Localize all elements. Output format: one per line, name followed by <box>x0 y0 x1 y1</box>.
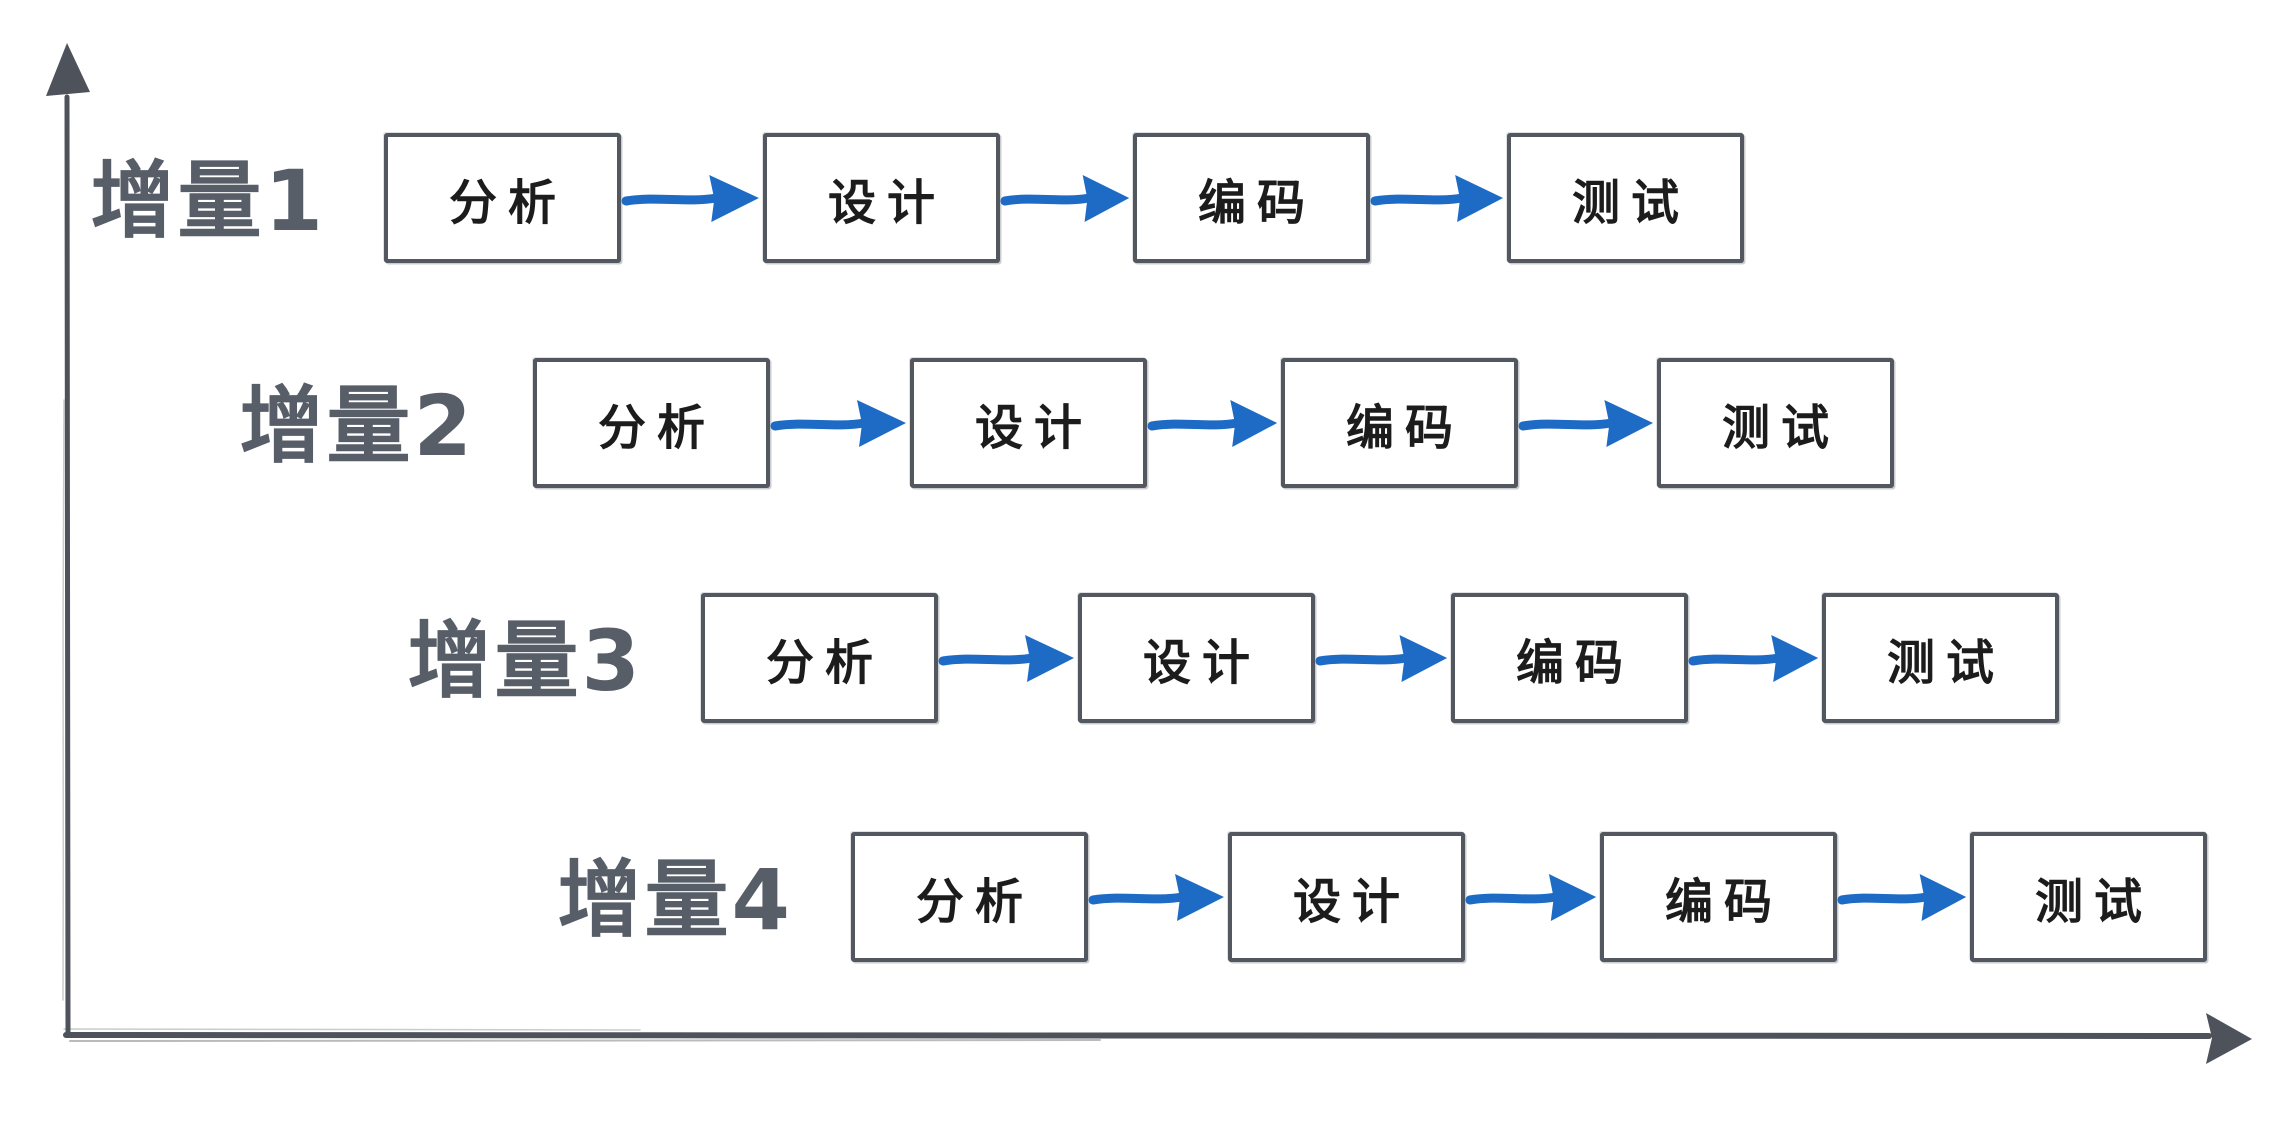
stage-label: 编码 <box>1664 874 1783 930</box>
stage-label: 分析 <box>765 635 884 691</box>
axis-right-arrowhead-icon <box>2206 1013 2252 1064</box>
increment-label: 增量4 <box>557 851 793 949</box>
flow-arrow-icon <box>621 175 759 222</box>
stage-label: 测试 <box>1886 635 2005 691</box>
flow-arrow-icon <box>1688 635 1819 682</box>
flow-arrow-icon <box>1000 175 1130 222</box>
x-axis <box>63 1013 2252 1064</box>
stage-box: 测试 <box>1822 593 2059 723</box>
stage-box: 编码 <box>1133 133 1370 263</box>
stage-label: 测试 <box>2034 874 2153 930</box>
flow-arrow-icon <box>938 635 1074 682</box>
stage-label: 编码 <box>1515 635 1634 691</box>
stage-label: 分析 <box>915 874 1034 930</box>
flow-arrow-icon <box>1370 175 1504 222</box>
stage-label: 测试 <box>1571 175 1690 231</box>
stage-box: 分析 <box>851 832 1088 962</box>
stage-box: 设计 <box>1228 832 1465 962</box>
stage-box: 测试 <box>1657 358 1894 488</box>
stage-box: 编码 <box>1451 593 1688 723</box>
flow-arrow-icon <box>1837 874 1967 921</box>
stage-box: 编码 <box>1281 358 1518 488</box>
stage-box: 设计 <box>1078 593 1315 723</box>
stage-box: 分析 <box>701 593 938 723</box>
y-axis <box>46 43 90 1037</box>
stage-label: 设计 <box>974 400 1093 456</box>
stage-label: 编码 <box>1345 400 1464 456</box>
stage-box: 分析 <box>533 358 770 488</box>
increment-label: 增量2 <box>239 377 475 475</box>
stage-label: 分析 <box>597 400 716 456</box>
flow-arrow-icon <box>1088 874 1224 921</box>
stage-label: 设计 <box>1292 874 1411 930</box>
flow-arrow-icon <box>1465 874 1597 921</box>
stage-box: 测试 <box>1970 832 2207 962</box>
axis-up-arrowhead-icon <box>46 43 90 96</box>
increment-label: 增量1 <box>90 152 326 250</box>
stage-label: 编码 <box>1197 175 1316 231</box>
stage-box: 测试 <box>1507 133 1744 263</box>
stage-box: 编码 <box>1600 832 1837 962</box>
stage-box: 分析 <box>384 133 621 263</box>
stage-box: 设计 <box>910 358 1147 488</box>
flow-arrow-icon <box>1518 400 1654 447</box>
increment-label: 增量3 <box>407 612 643 710</box>
stage-label: 测试 <box>1721 400 1840 456</box>
flow-arrow-icon <box>770 400 906 447</box>
stage-label: 设计 <box>1142 635 1261 691</box>
flow-arrow-icon <box>1315 635 1448 682</box>
flow-arrow-icon <box>1147 400 1278 447</box>
stage-label: 分析 <box>448 175 567 231</box>
stage-box: 设计 <box>763 133 1000 263</box>
stage-label: 设计 <box>827 175 946 231</box>
